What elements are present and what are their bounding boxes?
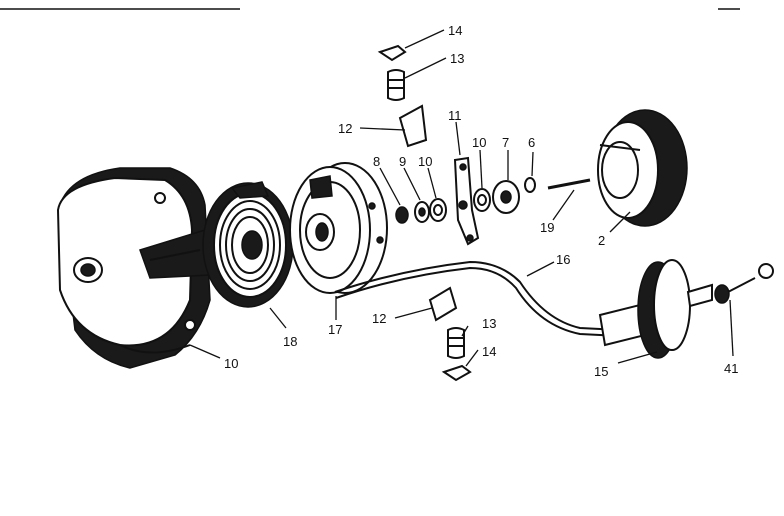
callout-8: 8	[373, 154, 380, 169]
pin	[547, 178, 591, 190]
top-bracket-assembly	[377, 44, 428, 148]
callout-12-bottom: 12	[372, 311, 386, 326]
bottom-bracket-assembly	[428, 286, 472, 382]
callout-10-a: 10	[418, 154, 432, 169]
callout-10-b: 10	[472, 135, 486, 150]
control-cable-outer	[335, 266, 621, 337]
callout-6: 6	[528, 135, 535, 150]
callout-14-top: 14	[448, 23, 462, 38]
callout-14-bottom: 14	[482, 344, 496, 359]
callout-18: 18	[283, 334, 297, 349]
starter-housing	[56, 167, 211, 369]
small-washers	[395, 198, 447, 224]
pulley	[289, 162, 388, 294]
callout-2: 2	[598, 233, 605, 248]
callout-41: 41	[724, 361, 738, 376]
cable-end-fitting	[714, 263, 774, 304]
callout-17: 17	[328, 322, 342, 337]
callout-13-bottom: 13	[482, 316, 496, 331]
callout-11: 11	[448, 108, 462, 123]
callout-19: 19	[540, 220, 554, 235]
callout-12-top: 12	[338, 121, 352, 136]
callout-10-housing: 10	[224, 356, 238, 371]
rope-guide-cup	[597, 109, 688, 227]
starter-handle	[598, 259, 713, 359]
recoil-spring	[202, 181, 294, 308]
control-cable	[334, 260, 621, 331]
retainer-washers	[473, 177, 536, 214]
leader-lines	[189, 29, 734, 367]
callout-7: 7	[502, 135, 509, 150]
callout-15: 15	[594, 364, 608, 379]
callout-13-top: 13	[450, 51, 464, 66]
pawl-plate	[453, 156, 480, 246]
callout-9: 9	[399, 154, 406, 169]
callout-16: 16	[556, 252, 570, 267]
